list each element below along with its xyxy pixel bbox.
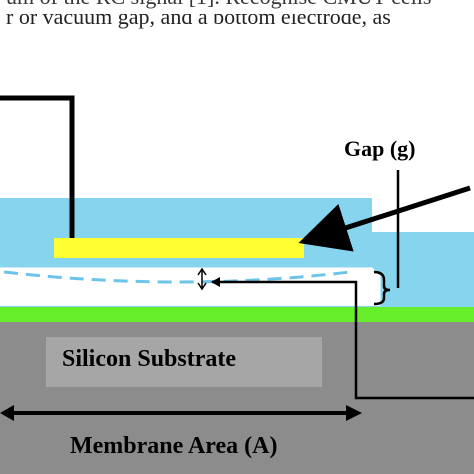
- vacuum-gap-cavity: [0, 268, 380, 306]
- silicon-substrate-inner: [46, 337, 322, 387]
- gap-double-arrow-top: [197, 267, 207, 276]
- membrane-area-arrow-right: [346, 405, 362, 421]
- gap-double-arrow-bottom: [197, 282, 207, 291]
- top-electrode-wire: [0, 95, 75, 238]
- gap-label: Gap (g): [344, 136, 416, 161]
- caption-line-1: um of the RC signal [1]. Recognise CMUT …: [0, 0, 474, 18]
- gap-brace: [373, 270, 391, 306]
- bottom-electrode-wire: [212, 280, 474, 400]
- substrate-label: Silicon Substrate: [62, 346, 236, 372]
- membrane-area-label: Membrane Area (A): [70, 433, 278, 459]
- deflected-membrane-dashed: [3, 270, 351, 284]
- membrane-area-arrow-left: [0, 405, 14, 421]
- wire-arrowhead: [211, 277, 220, 287]
- gap-pointer-line: [298, 185, 471, 252]
- top-electrode: [54, 238, 304, 258]
- bottom-electrode: [0, 307, 474, 322]
- caption-line-2: r or vacuum gap, and a bottom electrode,…: [6, 14, 391, 29]
